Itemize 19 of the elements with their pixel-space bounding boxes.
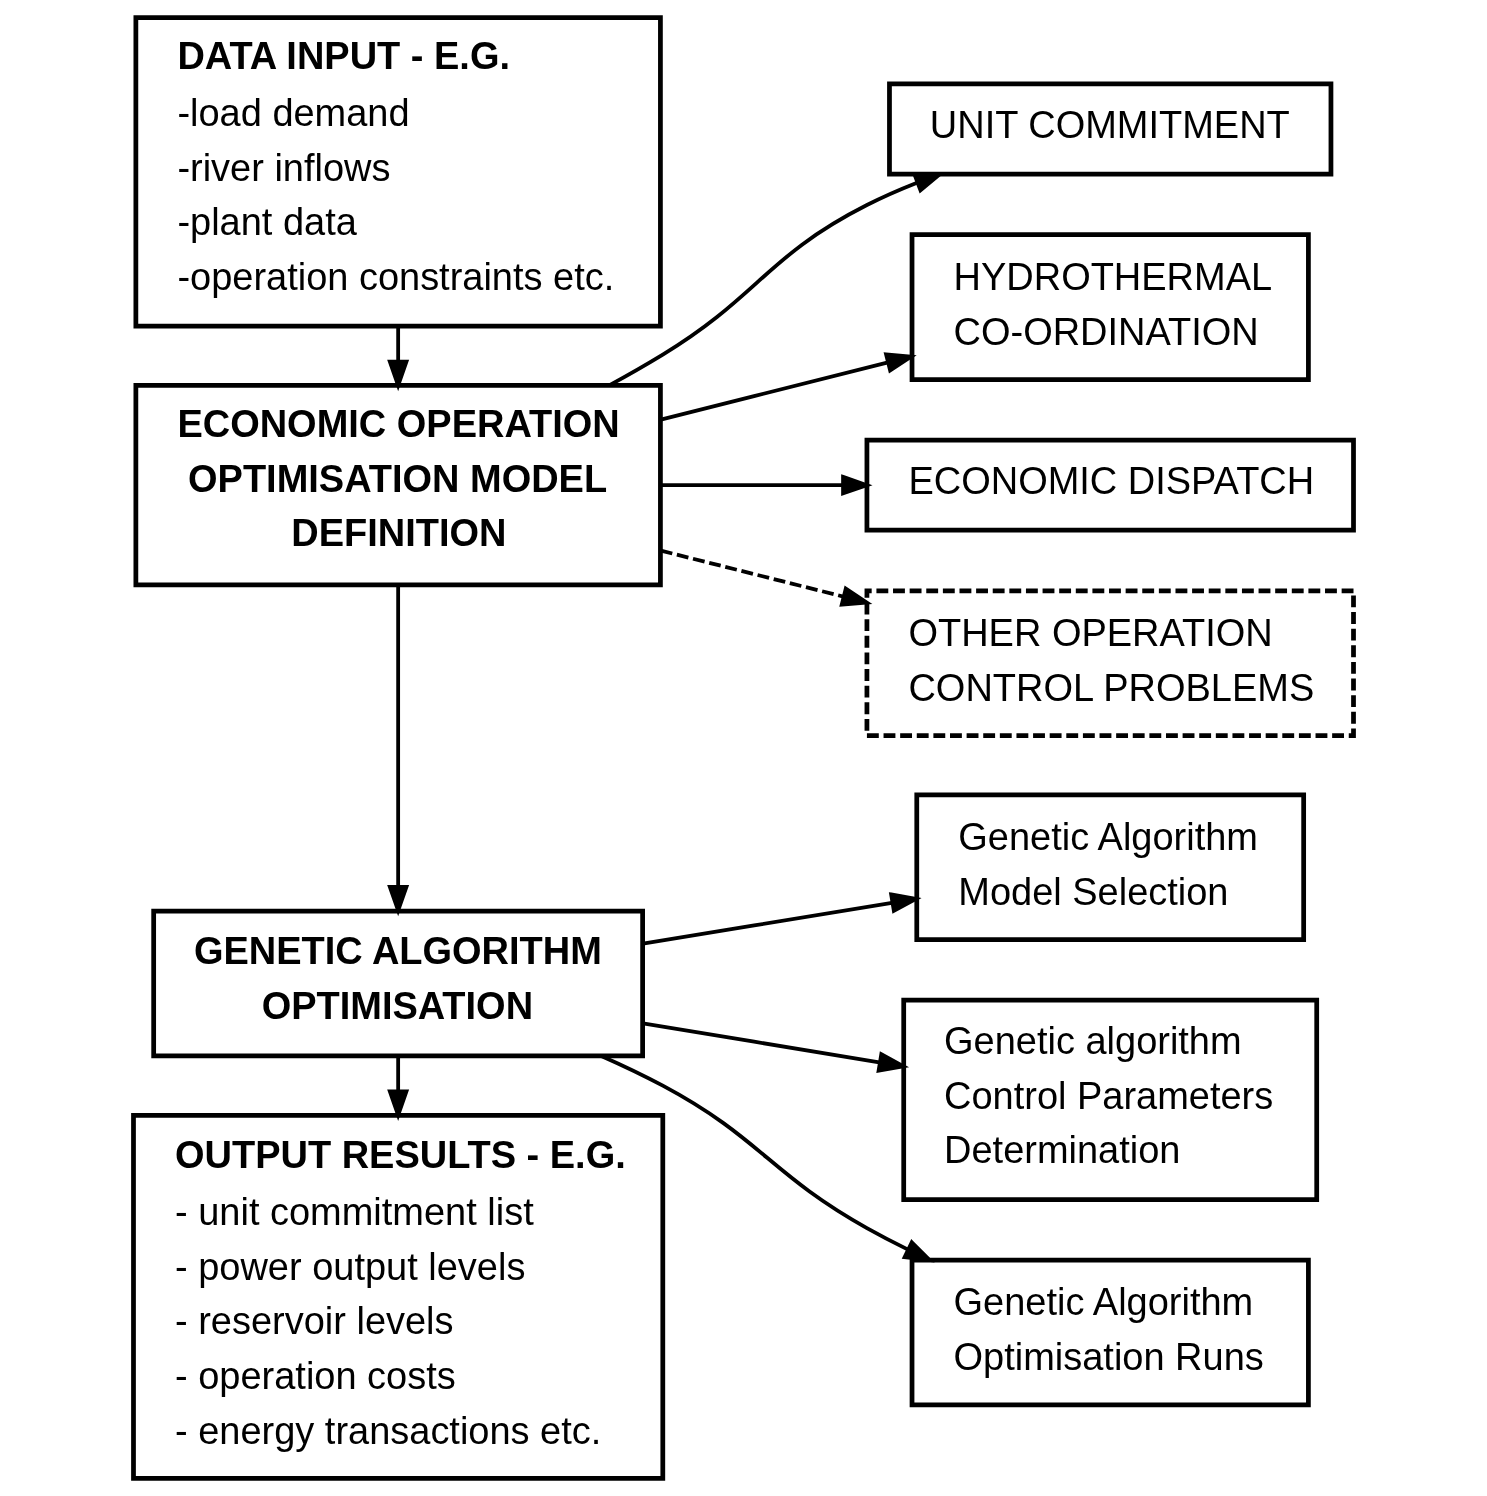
node-box: UNIT COMMITMENT	[887, 81, 1334, 177]
node-box: OTHER OPERATION CONTROL PROBLEMS	[864, 588, 1356, 738]
node-box: HYDROTHERMAL CO-ORDINATION	[909, 232, 1311, 382]
arrow	[387, 584, 410, 917]
arrow	[642, 1021, 910, 1073]
arrow	[642, 892, 922, 946]
node-box: Genetic Algorithm Optimisation Runs	[909, 1257, 1311, 1408]
node-box: Genetic Algorithm Model Selection	[914, 792, 1307, 943]
arrow	[660, 474, 873, 497]
arrow	[660, 352, 917, 422]
node-box: ECONOMIC OPERATION OPTIMISATION MODEL DEFINITION	[133, 383, 663, 588]
arrow	[660, 548, 873, 607]
node-box: OUTPUT RESULTS - E.G. - unit commitment list - power output levels - reservoir levels - operation costs - energy transactions etc.	[131, 1112, 666, 1481]
node-box: ECONOMIC DISPATCH	[864, 437, 1356, 533]
arrow	[387, 1056, 410, 1121]
node-box: GENETIC ALGORITHM OPTIMISATION	[151, 908, 645, 1059]
arrow	[387, 326, 410, 392]
node-box: DATA INPUT - E.G. -load demand -river inflows -plant data -operation constraints etc.	[133, 15, 663, 329]
node-box: Genetic algorithm Control Parameters Determination	[901, 997, 1320, 1202]
